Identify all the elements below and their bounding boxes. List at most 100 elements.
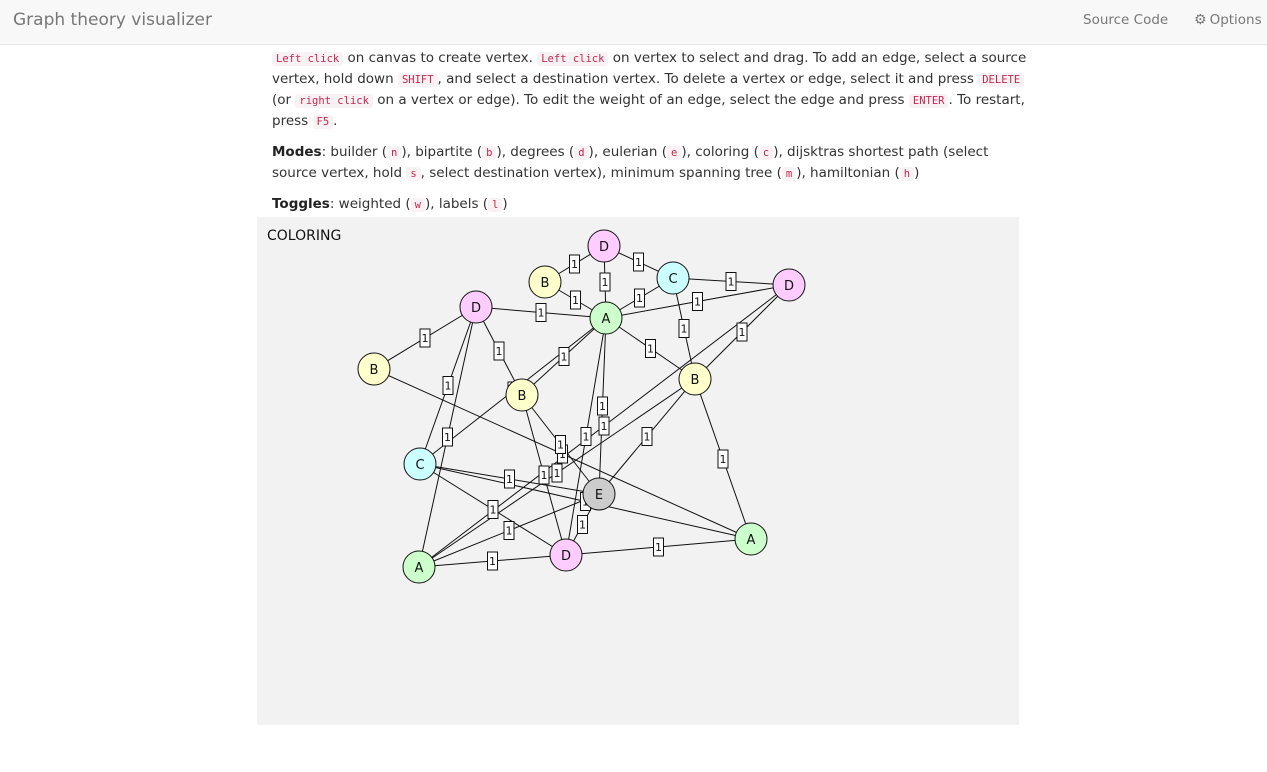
key-hint: c <box>758 146 774 160</box>
edge-weight-label[interactable]: 1 <box>678 319 690 338</box>
graph-vertex[interactable]: E <box>582 477 616 511</box>
svg-text:1: 1 <box>636 292 643 305</box>
key-hint: Left click <box>272 52 344 66</box>
svg-text:1: 1 <box>571 258 578 271</box>
app-title[interactable]: Graph theory visualizer <box>13 10 212 30</box>
svg-text:1: 1 <box>559 448 566 461</box>
section-heading: Toggles <box>272 196 330 212</box>
graph-vertex[interactable]: D <box>587 229 621 263</box>
options-label: Options <box>1209 12 1262 28</box>
svg-text:1: 1 <box>599 400 606 413</box>
svg-text:1: 1 <box>538 307 545 320</box>
svg-text:1: 1 <box>583 431 590 444</box>
graph-vertex[interactable]: A <box>402 550 436 584</box>
graph-vertex[interactable]: D <box>772 268 806 302</box>
source-code-link[interactable]: Source Code <box>1083 12 1169 28</box>
edge-weight-label[interactable]: 1 <box>598 416 610 436</box>
svg-text:D: D <box>561 549 571 564</box>
key-hint: b <box>482 146 497 160</box>
svg-text:1: 1 <box>422 332 429 345</box>
key-hint: l <box>488 198 503 212</box>
edge-weight-label[interactable]: 1 <box>736 322 748 342</box>
key-hint: Left click <box>537 52 609 66</box>
edge-weight-label[interactable]: 1 <box>551 463 563 483</box>
section-heading: Modes <box>272 144 322 160</box>
graph-vertex[interactable]: C <box>403 447 437 481</box>
svg-text:B: B <box>370 363 379 378</box>
key-hint: h <box>899 167 915 181</box>
svg-text:1: 1 <box>720 453 727 466</box>
graph-vertex[interactable]: B <box>528 265 562 299</box>
edge-weight-label[interactable]: 1 <box>442 427 453 447</box>
weights-layer: 111111111111111111111111111111111 <box>419 252 748 571</box>
graph-vertex[interactable]: C <box>656 261 690 295</box>
graph-vertex[interactable]: B <box>678 362 712 396</box>
edge-weight-label[interactable]: 1 <box>577 515 588 534</box>
edge-weight-label[interactable]: 1 <box>580 427 592 446</box>
svg-text:1: 1 <box>444 431 451 444</box>
edge-weight-label[interactable]: 1 <box>493 341 505 361</box>
mode-label: COLORING <box>267 228 341 244</box>
edge-weight-label[interactable]: 1 <box>535 303 547 322</box>
svg-text:B: B <box>691 373 700 388</box>
key-hint: F5 <box>312 115 334 129</box>
svg-text:1: 1 <box>739 326 746 339</box>
key-hint: d <box>574 146 589 160</box>
edge-weight-label[interactable]: 1 <box>558 347 570 366</box>
key-hint: ENTER <box>908 94 949 108</box>
graph-svg[interactable]: COLORING 1111111111111111111111111111111… <box>257 217 1019 725</box>
edge-weight-label[interactable]: 1 <box>570 290 581 310</box>
edge-weight-label[interactable]: 1 <box>538 465 550 485</box>
svg-text:1: 1 <box>506 473 513 486</box>
edge-weight-label[interactable]: 1 <box>633 252 644 272</box>
edge-weight-label[interactable]: 1 <box>653 537 664 557</box>
edge-weight-label[interactable]: 1 <box>555 435 566 454</box>
svg-text:D: D <box>471 301 481 316</box>
key-hint: right click <box>295 94 373 108</box>
graph-vertex[interactable]: A <box>589 301 623 335</box>
edge-weight-label[interactable]: 1 <box>725 272 737 291</box>
edge-weight-label[interactable]: 1 <box>569 254 580 274</box>
edge-weight-label[interactable]: 1 <box>504 469 515 489</box>
svg-text:1: 1 <box>496 345 503 358</box>
svg-text:D: D <box>599 240 609 255</box>
edge-weight-label[interactable]: 1 <box>419 328 431 348</box>
gear-icon: ⚙ <box>1194 12 1207 28</box>
edge-weight-label[interactable]: 1 <box>487 500 499 519</box>
svg-text:C: C <box>668 272 677 287</box>
graph-vertex[interactable]: D <box>549 538 583 572</box>
toggles-paragraph: Toggles: weighted (w), labels (l) <box>272 196 508 212</box>
usage-paragraph: Left click on canvas to create vertex. L… <box>272 50 1027 129</box>
key-hint: e <box>667 146 682 160</box>
vertices-layer: D B C D D A B B B C E A D A <box>357 229 806 584</box>
edge-weight-label[interactable]: 1 <box>487 551 498 571</box>
svg-text:1: 1 <box>635 256 642 269</box>
options-menu[interactable]: ⚙Options <box>1194 12 1262 28</box>
svg-text:1: 1 <box>490 504 497 517</box>
key-hint: SHIFT <box>397 73 438 87</box>
edge-weight-label[interactable]: 1 <box>634 288 645 308</box>
graph-vertex[interactable]: A <box>734 522 768 556</box>
svg-text:1: 1 <box>601 420 608 433</box>
edge-weight-label[interactable]: 1 <box>599 272 611 292</box>
edge-weight-label[interactable]: 1 <box>692 292 703 311</box>
edge-weight-label[interactable]: 1 <box>717 449 729 469</box>
edge-weight-label[interactable]: 1 <box>645 339 656 358</box>
graph-vertex[interactable]: B <box>505 378 539 412</box>
svg-text:A: A <box>602 312 611 327</box>
svg-text:1: 1 <box>644 431 651 444</box>
svg-text:1: 1 <box>445 380 452 393</box>
edge-weight-label[interactable]: 1 <box>503 521 515 540</box>
svg-text:A: A <box>747 533 756 548</box>
graph-vertex[interactable]: B <box>357 352 391 386</box>
svg-text:1: 1 <box>557 439 564 452</box>
graph-vertex[interactable]: D <box>459 290 493 324</box>
edge-weight-label[interactable]: 1 <box>442 376 454 395</box>
svg-text:B: B <box>541 276 550 291</box>
edge-weight-label[interactable]: 1 <box>641 427 653 446</box>
svg-text:1: 1 <box>694 296 701 309</box>
edge-weight-label[interactable]: 1 <box>597 396 608 416</box>
instructions: Left click on canvas to create vertex. L… <box>272 48 1032 225</box>
svg-text:1: 1 <box>572 294 579 307</box>
